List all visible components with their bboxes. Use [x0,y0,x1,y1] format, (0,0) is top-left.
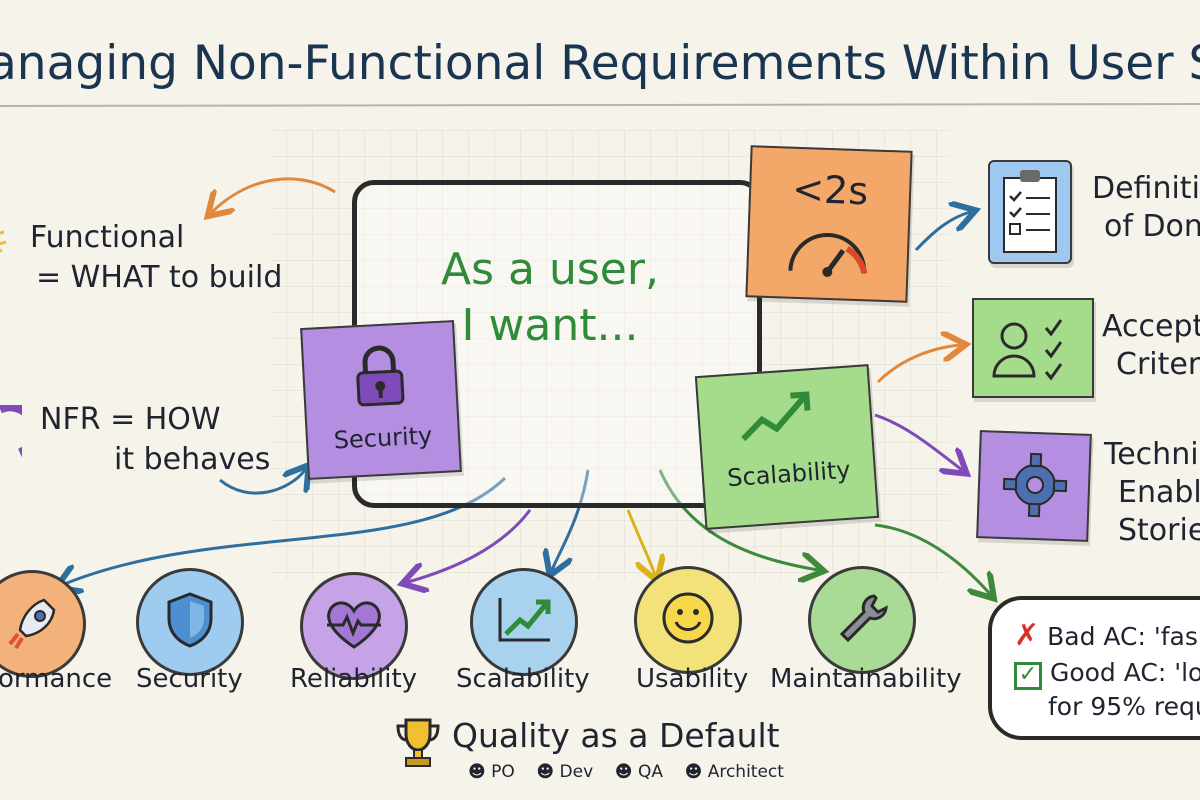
roles-row: ☻ PO ☻ Dev ☻ QA ☻ Architect [468,762,784,782]
dev-person-icon: ☻ [536,762,555,782]
usability-circle [634,566,742,674]
arrow-from-nfr [219,470,305,495]
arrow-to-ac-examples [874,523,990,594]
enabler-stories-line3: Storie [1118,513,1200,548]
enabler-stories-line1: Technic [1104,437,1200,472]
user-story-text: As a user, I want... [400,242,700,354]
scalability-circle [470,568,578,676]
performance-target: <2s [791,166,869,214]
user-story-line2: I want... [461,300,639,351]
user-story-line1: As a user, [441,244,659,295]
enabler-stories-card [976,430,1092,542]
security-circle [136,568,244,676]
clipboard-checklist-icon [1000,168,1060,260]
scalability-sticky-note: Scalability [694,364,880,530]
nfr-note: NFR = HOW it behaves [40,400,270,480]
good-ac-text-line2: for 95% requ [1048,692,1200,721]
functional-note: Functional = WHAT to build [30,218,282,298]
maintainability-label: Maintainability [770,664,962,694]
security-label: Security [136,664,243,694]
reliability-circle [300,572,408,680]
title-underline [0,103,1200,107]
performance-sticky-note: <2s [745,145,913,303]
role-architect: Architect [707,762,784,782]
acceptance-criteria-card [972,298,1094,398]
category-maintainability: Maintainability [770,566,962,694]
lock-icon [350,343,409,412]
footer-tagline: Quality as a Default [452,716,780,755]
arrow-to-enabler-stories [874,413,962,470]
arrow-to-functional [212,177,336,212]
enabler-stories-label: Technic Enable Storie [1104,436,1200,550]
acceptance-criteria-label: Accepta Criteri [1102,308,1200,384]
definition-of-done-label: Definiti of Don [1092,170,1200,246]
ac-examples-box: ✗ Bad AC: 'fas ✓ Good AC: 'loa for 95% r… [988,596,1200,740]
heartbeat-icon [323,597,385,655]
cross-icon: ✗ [1014,618,1040,653]
user-checklist-icon [986,310,1082,390]
trophy-icon [394,716,442,774]
role-po: PO [491,762,515,782]
acceptance-criteria-line1: Accepta [1102,309,1200,344]
po-person-icon: ☻ [468,762,486,782]
smiley-icon [660,590,716,650]
qa-person-icon: ☻ [614,762,633,782]
category-usability: Usability [634,566,748,694]
good-ac-text-line1: Good AC: 'loa [1049,658,1200,687]
reliability-label: Reliability [290,664,418,694]
page-title-text: anaging Non-Functional Requirements With… [0,36,1200,91]
rocket-icon [4,594,60,654]
usability-label: Usability [636,664,749,694]
category-scalability: Scalability [456,568,590,694]
arrow-to-usability [626,509,655,575]
bad-ac-text: Bad AC: 'fas [1047,622,1198,651]
checkbox-check-icon: ✓ [1014,662,1042,690]
gear-icon [1001,451,1069,523]
security-sticky-note: Security [300,320,462,480]
definition-of-done-line2: of Don [1104,209,1200,244]
arrow-to-scalability [552,469,590,570]
speedometer-icon [784,224,872,283]
maintainability-circle [808,566,916,674]
architect-person-icon: ☻ [684,762,703,782]
enabler-stories-line2: Enable [1118,475,1200,510]
performance-circle [0,570,86,678]
security-sticky-label: Security [333,421,433,455]
page-title: anaging Non-Functional Requirements With… [0,36,1200,106]
bad-ac-row: ✗ Bad AC: 'fas [1014,618,1198,653]
functional-line2: = WHAT to build [36,260,283,295]
arrow-to-reliability [408,509,532,582]
role-dev: Dev [559,762,594,782]
gauge-partial-icon [0,402,39,458]
acceptance-criteria-line2: Criteri [1116,347,1200,382]
definition-of-done-line1: Definiti [1092,171,1200,206]
functional-bulb-icon [0,228,12,258]
role-qa: QA [637,762,663,782]
category-reliability: Reliability [290,572,417,694]
scalability-sticky-label: Scalability [726,455,852,493]
nfr-line1: NFR = HOW [40,402,221,437]
functional-line1: Functional [30,220,185,255]
growth-chart-icon [494,594,554,650]
checklist-card [988,160,1072,264]
category-performance: ormance [0,570,118,694]
arrow-to-acceptance-criteria [876,345,960,384]
wrench-icon [834,590,890,650]
scalability-label: Scalability [456,664,590,694]
category-security: Security [136,568,246,694]
arrow-to-maintainability [658,469,818,570]
good-ac-row: ✓ Good AC: 'loa [1014,658,1200,690]
performance-label: ormance [0,664,113,694]
shield-icon [165,591,215,653]
arrow-to-definition-of-done [914,212,970,252]
trend-up-icon [736,388,820,449]
nfr-line2: it behaves [114,442,271,477]
